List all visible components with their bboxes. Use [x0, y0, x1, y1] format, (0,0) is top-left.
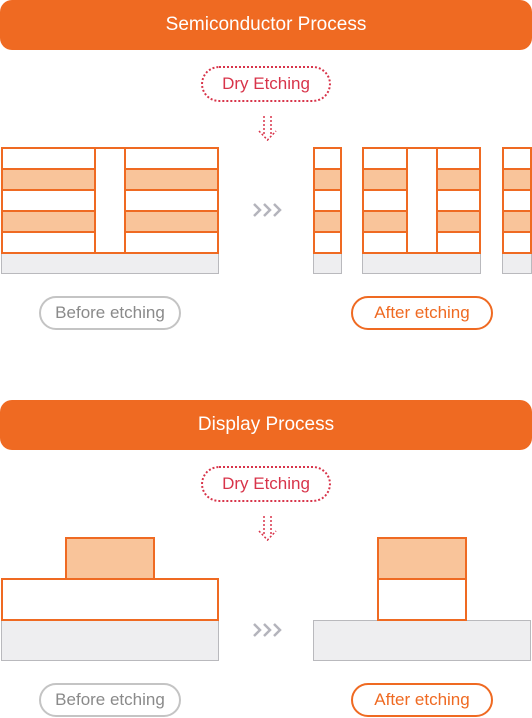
display-process-title: Display Process [197, 414, 335, 435]
semiconductor-dry-etching-label: Dry Etching [222, 74, 310, 93]
substrate [313, 252, 342, 274]
substrate [313, 620, 531, 661]
substrate [362, 252, 481, 274]
semiconductor-before-etching-label: Before etching [39, 296, 181, 330]
display-before-etching-label: Before etching [39, 683, 181, 717]
semiconductor-process-banner: Semiconductor Process [0, 0, 532, 50]
display-process-banner: Display Process [0, 400, 532, 450]
display-dry-etching-label: Dry Etching [222, 474, 310, 493]
dotted-down-arrow-icon [258, 116, 277, 142]
before-etching-text: Before etching [55, 303, 165, 322]
triple-chevron-right-icon [253, 623, 282, 637]
semiconductor-process-title: Semiconductor Process [165, 14, 367, 35]
stack-layer [313, 189, 342, 212]
display-after-etching-label: After etching [351, 683, 493, 717]
stack-layer [313, 168, 342, 191]
vertical-pillar [94, 147, 126, 254]
stack-layer [502, 210, 532, 233]
before-etching-text: Before etching [55, 690, 165, 709]
substrate [502, 252, 532, 274]
stack-layer [502, 147, 532, 170]
stack-layer [313, 231, 342, 254]
substrate [1, 620, 219, 661]
display-dry-etching-pill: Dry Etching [201, 466, 331, 502]
substrate [1, 252, 219, 274]
photoresist-mask [377, 537, 467, 580]
stack-layer [313, 210, 342, 233]
display-film-layer [1, 578, 219, 621]
stack-layer [313, 147, 342, 170]
stack-layer [502, 168, 532, 191]
photoresist-mask [65, 537, 155, 580]
dotted-down-arrow-icon [258, 516, 277, 542]
after-etching-text: After etching [374, 690, 470, 709]
semiconductor-dry-etching-pill: Dry Etching [201, 66, 331, 102]
vertical-pillar [406, 147, 438, 254]
stack-layer [502, 189, 532, 212]
after-etching-text: After etching [374, 303, 470, 322]
stack-layer [502, 231, 532, 254]
triple-chevron-right-icon [253, 203, 282, 217]
display-film-layer [377, 578, 467, 621]
semiconductor-after-etching-label: After etching [351, 296, 493, 330]
